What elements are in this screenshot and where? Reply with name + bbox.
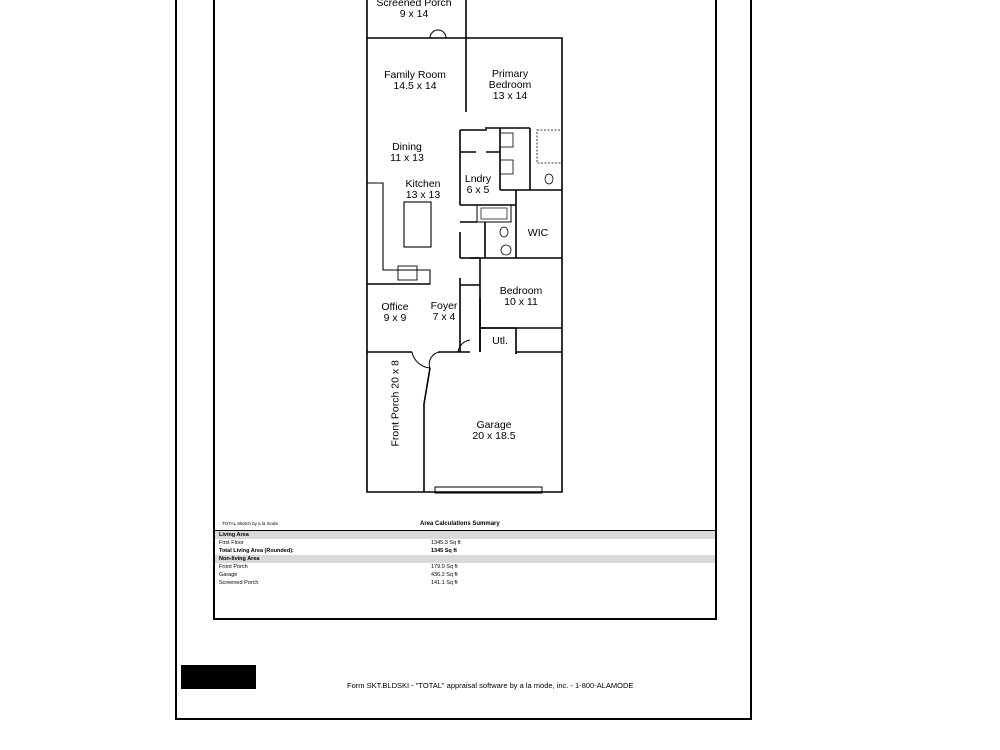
room-dining: Dining 11 x 13 — [390, 142, 424, 164]
room-screened-porch: Screened Porch 9 x 14 — [376, 0, 451, 20]
summary-title: Area Calculations Summary — [420, 521, 500, 527]
room-dimension: 11 x 13 — [390, 152, 424, 164]
room-name: Foyer — [430, 300, 458, 312]
room-name: Lndry — [464, 173, 492, 185]
bedroom-walls — [479, 258, 562, 329]
summary-value: 436.2 Sq ft — [431, 572, 458, 578]
sink-1 — [499, 132, 514, 148]
wall-family-primary — [459, 38, 467, 205]
page-border — [175, 0, 752, 720]
hall-bath-walls — [459, 221, 486, 258]
sink-2 — [499, 159, 514, 175]
sketch-credit: TOTAL Sketch by a la mode — [222, 521, 278, 526]
inner-frame — [213, 0, 717, 620]
room-name: WIC — [527, 227, 549, 239]
room-garage: Garage 20 x 18.5 — [472, 420, 515, 442]
room-front-porch: Front Porch 20 x 8 — [389, 360, 402, 447]
room-name: Garage — [476, 419, 512, 431]
summary-row: First Floor 1345.3 Sq ft — [215, 539, 715, 547]
summary-row: Living Area — [215, 531, 715, 539]
summary-label: First Floor — [219, 540, 244, 546]
tub-inner — [480, 207, 508, 220]
house-outline — [366, 37, 563, 352]
summary-row: Non-living Area — [215, 555, 715, 563]
garage-outline — [424, 352, 563, 493]
summary-label: Garage — [219, 572, 238, 578]
room-name: Bedroom — [499, 285, 543, 297]
toilet-primary — [544, 173, 554, 185]
room-name-line1: Primary — [491, 68, 529, 80]
porch-door — [429, 29, 447, 39]
room-bedroom: Bedroom 10 x 11 — [500, 286, 543, 308]
room-family-room: Family Room 14.5 x 14 — [384, 70, 446, 92]
room-name: Family Room — [384, 69, 446, 81]
summary-row: Total Living Area (Rounded): 1345 Sq ft — [215, 547, 715, 555]
toilet-hall — [499, 226, 509, 238]
room-name-line2: Bedroom — [488, 79, 532, 91]
front-porch-outline — [366, 352, 431, 493]
room-wic: WIC — [528, 228, 548, 239]
summary-label: Total Living Area (Rounded): — [219, 548, 294, 554]
room-dimension: 14.5 x 14 — [393, 80, 437, 92]
room-dimension: 9 x 9 — [383, 312, 407, 324]
room-name: Screened Porch — [376, 0, 452, 9]
room-name: Front Porch — [389, 391, 402, 447]
summary-label: Front Porch — [219, 564, 248, 570]
room-dimension: 13 x 14 — [492, 90, 528, 102]
summary-row: Screened Porch 141.1 Sq ft — [215, 579, 715, 587]
room-laundry: Lndry 6 x 5 — [465, 174, 491, 196]
bathtub — [476, 204, 512, 223]
room-foyer: Foyer 7 x 4 — [431, 301, 458, 323]
summary-value: 141.1 Sq ft — [431, 580, 458, 586]
summary-row: Front Porch 179.9 Sq ft — [215, 563, 715, 571]
summary-value: 1345.3 Sq ft — [431, 540, 461, 546]
room-utility: Utl. — [492, 336, 508, 347]
hall-sink — [500, 244, 512, 256]
room-name: Utl. — [492, 335, 508, 347]
summary-row: Garage 436.2 Sq ft — [215, 571, 715, 579]
entry-door — [411, 339, 471, 369]
shower — [536, 129, 563, 164]
kitchen-island — [403, 201, 432, 248]
summary-label: Non-living Area — [219, 556, 260, 562]
room-dimension: 13 x 13 — [405, 189, 441, 201]
redaction-box — [181, 665, 256, 689]
summary-label: Screened Porch — [219, 580, 259, 586]
room-dimension: 10 x 11 — [504, 296, 538, 308]
room-office: Office 9 x 9 — [381, 302, 408, 324]
room-dimension: 7 x 4 — [432, 311, 456, 323]
room-kitchen: Kitchen 13 x 13 — [405, 179, 440, 201]
room-dimension: 20 x 18.5 — [472, 430, 516, 442]
room-dimension: 9 x 14 — [399, 8, 429, 20]
summary-value: 1345 Sq ft — [431, 548, 457, 554]
room-name: Dining — [392, 141, 422, 153]
summary-value: 179.9 Sq ft — [431, 564, 458, 570]
room-name: Office — [381, 301, 409, 313]
screened-porch-walls — [366, 0, 467, 38]
summary-label: Living Area — [219, 532, 249, 538]
form-footer: Form SKT.BLDSKI - "TOTAL" appraisal soft… — [347, 681, 634, 690]
range — [397, 265, 418, 281]
room-name: Kitchen — [405, 178, 441, 190]
room-primary-bedroom: Primary Bedroom 13 x 14 — [489, 69, 532, 102]
garage-door — [434, 486, 543, 494]
room-dimension: 6 x 5 — [466, 184, 490, 196]
room-dimension: 20 x 8 — [389, 360, 402, 389]
